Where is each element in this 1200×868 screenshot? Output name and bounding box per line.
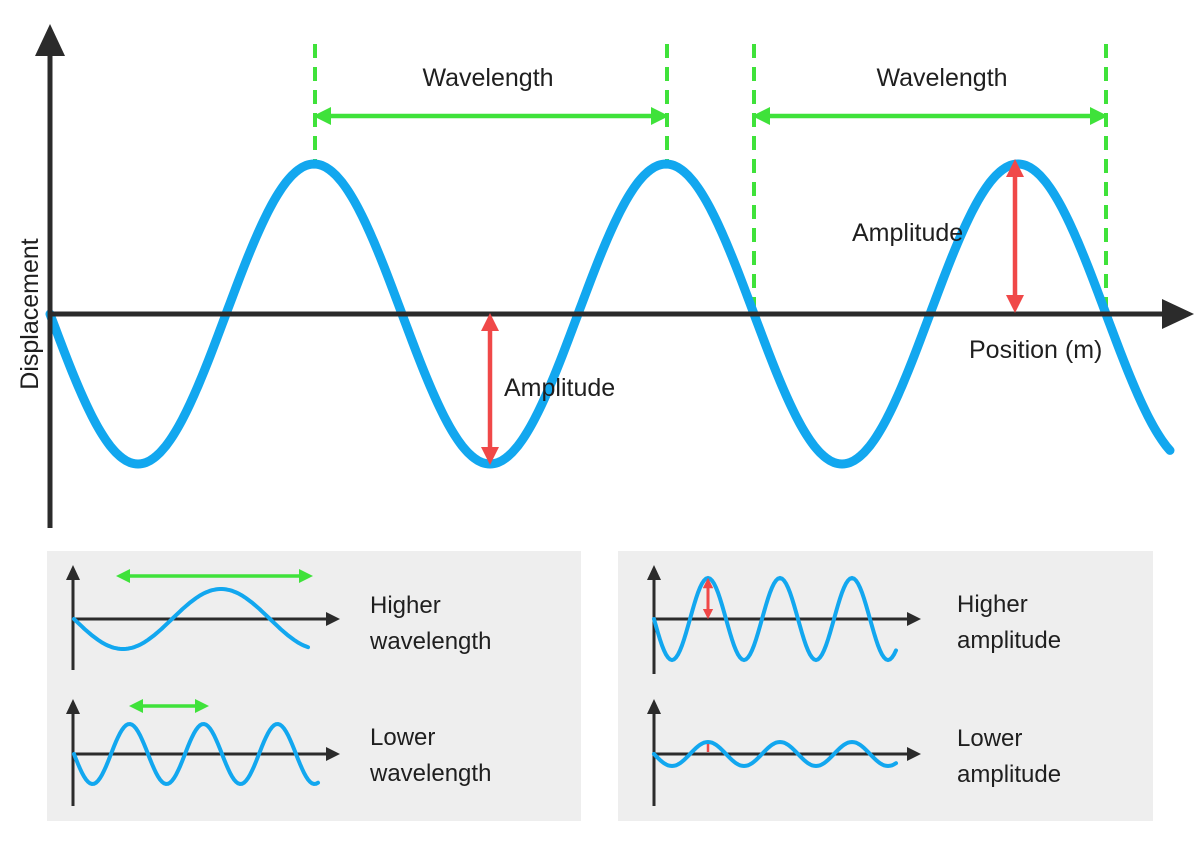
amplitude-label: Amplitude [852,219,963,247]
arrow-up-icon [35,24,65,56]
arrow-up-icon [647,565,661,580]
panel-background [47,551,581,821]
mini-wave [72,587,310,651]
arrow-up-icon [647,699,661,714]
higher-amplitude-example: Higher amplitude [647,565,1061,674]
example-label-line1: Higher [370,592,441,619]
arrow-right-icon [326,612,340,626]
wavelength-label: Wavelength [876,64,1007,92]
arrow-right-icon [907,612,921,626]
higher-wavelength-example: Higher wavelength [66,565,491,670]
arrow-right-icon [907,747,921,761]
arrow-up-icon [66,699,80,714]
lower-wavelength-example: Lower wavelength [66,699,491,806]
example-label-line2: amplitude [957,761,1061,788]
wavelength-comparison-panel: Higher wavelength Lower wavelength [47,551,581,821]
main-diagram: Wavelength Wavelength Amplitude Amplitud… [16,24,1194,528]
amplitude-label: Amplitude [504,374,615,402]
main-wave [45,159,1175,469]
mini-wave [652,739,898,769]
example-label-line1: Higher [957,591,1028,618]
example-label-line1: Lower [957,725,1022,752]
amplitude-comparison-panel: Higher amplitude Lower amplitude [618,551,1153,821]
example-label-line1: Lower [370,724,435,751]
mini-wave [72,721,320,787]
example-label-line2: amplitude [957,627,1061,654]
lower-amplitude-example: Lower amplitude [647,699,1061,806]
arrow-right-icon [1162,299,1194,329]
arrow-up-icon [66,565,80,580]
x-axis-label: Position (m) [969,336,1102,364]
example-label-line2: wavelength [369,628,491,655]
arrow-right-icon [326,747,340,761]
mini-wave [652,575,898,663]
wavelength-guides [313,44,1108,314]
main-axes [35,24,1194,528]
wavelength-label: Wavelength [422,64,553,92]
example-label-line2: wavelength [369,760,491,787]
y-axis-label: Displacement [16,238,44,390]
